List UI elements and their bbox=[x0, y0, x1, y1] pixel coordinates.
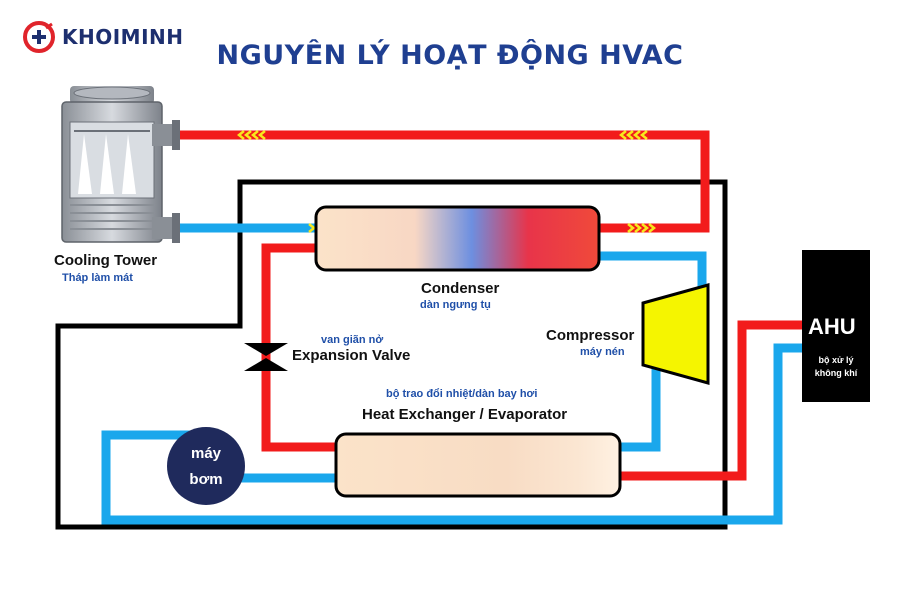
condenser-sublabel: dàn ngưng tụ bbox=[420, 299, 491, 311]
cold-pipes bbox=[101, 223, 805, 525]
ahu-label: AHU bbox=[808, 314, 856, 339]
cooling-tower-sublabel: Tháp làm mát bbox=[62, 272, 133, 284]
evaporator bbox=[334, 432, 622, 498]
condenser bbox=[314, 205, 601, 272]
cold-pipe-evaporator-compressor bbox=[620, 360, 661, 452]
cooling-tower-label: Cooling Tower bbox=[54, 252, 158, 269]
ahu-sublabel-line2: không khí bbox=[814, 368, 858, 378]
condenser-label: Condenser bbox=[421, 280, 500, 297]
flow-arrow-condenser-out bbox=[627, 223, 657, 233]
pump-label-line2: bơm bbox=[189, 471, 223, 488]
hot-pipes bbox=[180, 130, 805, 481]
page-title: NGUYÊN LÝ HOẠT ĐỘNG HVAC bbox=[216, 40, 684, 71]
flow-arrows bbox=[236, 130, 657, 233]
evaporator-sublabel: bộ trao đổi nhiệt/dàn bay hơi bbox=[386, 388, 538, 400]
pump-label-line1: máy bbox=[190, 445, 222, 462]
compressor-sublabel: máy nén bbox=[580, 346, 625, 358]
expansion-valve-sublabel: van giãn nở bbox=[321, 334, 384, 346]
flow-arrow-top-right bbox=[618, 130, 648, 140]
expansion-valve-icon bbox=[244, 343, 288, 371]
brand-name: KHOIMINH bbox=[62, 25, 184, 49]
cold-pipe-condenser-compressor bbox=[598, 251, 707, 290]
cold-pipe-pump-loop bbox=[101, 343, 805, 525]
flow-arrow-top-left bbox=[236, 130, 266, 140]
ahu-sublabel-line1: bộ xử lý bbox=[818, 355, 854, 365]
frame-loop bbox=[55, 179, 728, 530]
pump bbox=[167, 427, 245, 505]
evaporator-label: Heat Exchanger / Evaporator bbox=[362, 406, 568, 423]
ahu bbox=[802, 250, 870, 402]
expansion-valve-label: Expansion Valve bbox=[292, 347, 411, 364]
brand-logo: KHOIMINH bbox=[22, 20, 184, 54]
pump-label: máy bơm bbox=[172, 441, 240, 493]
ahu-sublabel: bộ xử lý không khí bbox=[806, 354, 866, 380]
brand-logo-icon bbox=[23, 21, 55, 53]
compressor bbox=[641, 283, 710, 385]
cooling-tower-icon bbox=[61, 86, 180, 243]
hot-pipe-ahu bbox=[620, 320, 805, 481]
compressor-label: Compressor bbox=[546, 327, 635, 344]
